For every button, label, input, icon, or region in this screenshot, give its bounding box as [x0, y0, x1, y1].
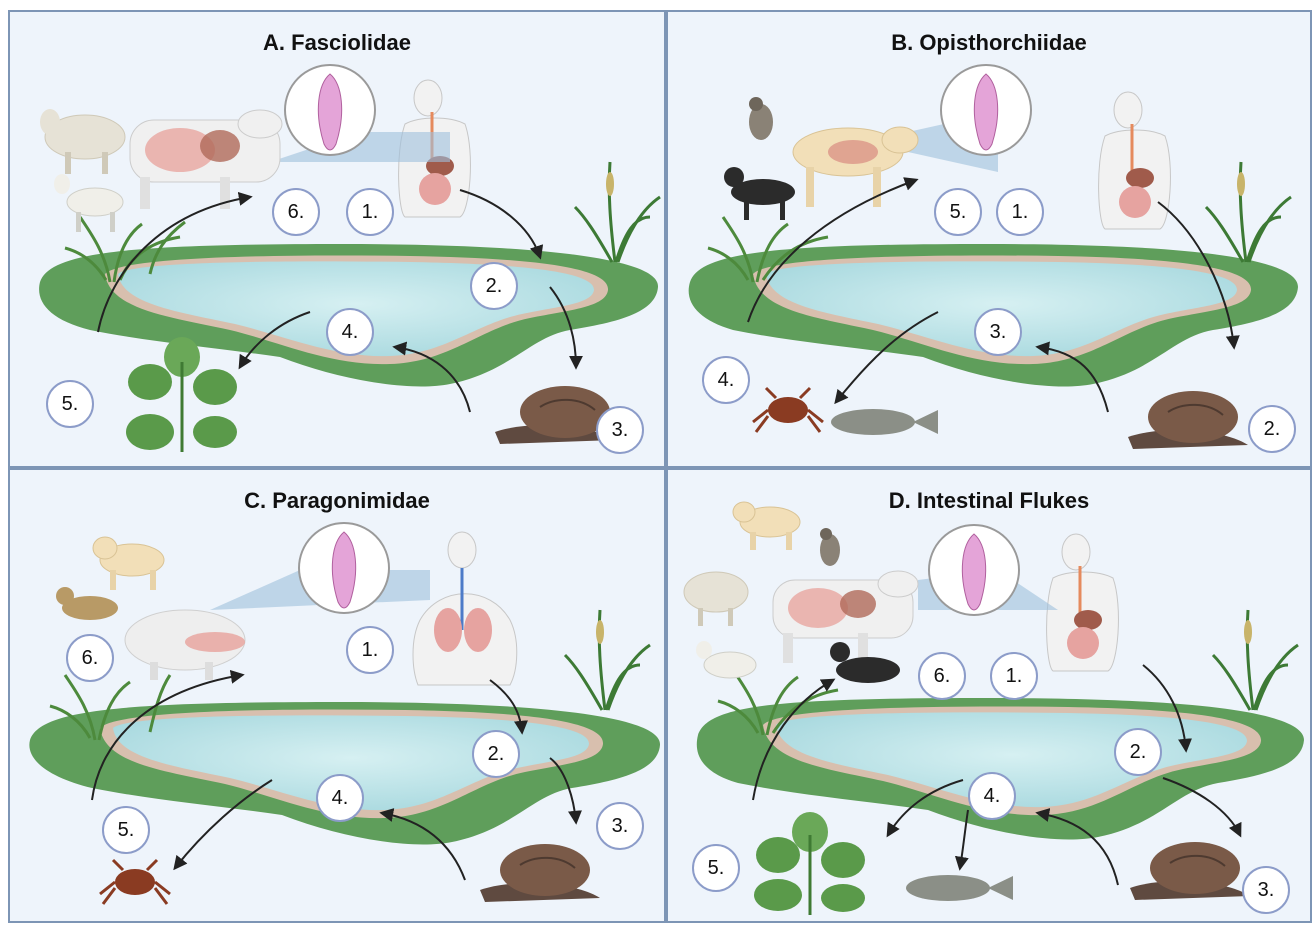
- fluke-magnifier: [918, 525, 1058, 615]
- step-5-badge: 5.: [692, 844, 740, 892]
- intestinal-flukes-scene: [668, 470, 1310, 921]
- sheep-icon: [40, 109, 125, 174]
- cow-icon: [130, 110, 282, 209]
- step-5-badge: 5.: [46, 380, 94, 428]
- sheep-icon: [684, 572, 748, 626]
- step-1-badge: 1.: [996, 188, 1044, 236]
- panel-title: B. Opisthorchiidae: [668, 30, 1310, 56]
- step-2-badge: 2.: [470, 262, 518, 310]
- step-6-badge: 6.: [272, 188, 320, 236]
- reed-icon: [575, 162, 660, 262]
- human-icon: [1099, 92, 1171, 229]
- crab-icon: [100, 860, 170, 904]
- dog-icon: [93, 537, 164, 590]
- water-plant-icon: [126, 337, 237, 452]
- goat-icon: [696, 641, 756, 678]
- step-2-badge: 2.: [1248, 405, 1296, 453]
- cat-icon: [724, 167, 795, 220]
- reed-icon: [1213, 610, 1298, 710]
- paragonimidae-scene: [10, 470, 664, 921]
- dog-icon: [793, 127, 918, 207]
- falcon-icon: [820, 528, 840, 566]
- pig-icon: [125, 610, 245, 680]
- panel-fasciolidae: A. Fasciolidae 1. 2. 3. 4. 5. 6.: [8, 10, 666, 468]
- water-plant-icon: [754, 812, 865, 915]
- panel-title: A. Fasciolidae: [10, 30, 664, 56]
- fasciolidae-scene: [10, 12, 664, 466]
- snail-icon: [480, 844, 600, 902]
- panel-title: D. Intestinal Flukes: [668, 488, 1310, 514]
- step-6-badge: 6.: [918, 652, 966, 700]
- crab-icon: [753, 388, 823, 432]
- step-4-badge: 4.: [326, 308, 374, 356]
- step-3-badge: 3.: [596, 406, 644, 454]
- step-3-badge: 3.: [1242, 866, 1290, 914]
- reed-icon: [565, 610, 650, 710]
- step-2-badge: 2.: [472, 730, 520, 778]
- panel-opisthorchiidae: B. Opisthorchiidae 1. 2. 3. 4. 5.: [666, 10, 1312, 468]
- falcon-icon: [749, 97, 773, 140]
- fluke-magnifier: [908, 65, 1031, 172]
- human-icon: [1047, 534, 1119, 671]
- reed-icon: [1206, 162, 1291, 262]
- step-4-badge: 4.: [702, 356, 750, 404]
- step-4-badge: 4.: [968, 772, 1016, 820]
- step-1-badge: 1.: [346, 188, 394, 236]
- goat-icon: [54, 174, 123, 232]
- fish-icon: [906, 875, 1013, 901]
- fish-icon: [831, 409, 938, 435]
- snail-icon: [1128, 391, 1248, 449]
- opisthorchiidae-scene: [668, 12, 1310, 466]
- step-3-badge: 3.: [596, 802, 644, 850]
- panel-title: C. Paragonimidae: [10, 488, 664, 514]
- step-6-badge: 6.: [66, 634, 114, 682]
- snail-icon: [1130, 842, 1250, 900]
- step-5-badge: 5.: [934, 188, 982, 236]
- step-1-badge: 1.: [990, 652, 1038, 700]
- step-1-badge: 1.: [346, 626, 394, 674]
- step-5-badge: 5.: [102, 806, 150, 854]
- step-4-badge: 4.: [316, 774, 364, 822]
- step-2-badge: 2.: [1114, 728, 1162, 776]
- panel-intestinal-flukes: D. Intestinal Flukes 1. 2. 3. 4. 5. 6.: [666, 468, 1312, 923]
- panel-paragonimidae: C. Paragonimidae 1. 2. 3. 4. 5. 6.: [8, 468, 666, 923]
- wildcat-icon: [56, 587, 118, 620]
- step-3-badge: 3.: [974, 308, 1022, 356]
- human-icon: [413, 532, 517, 685]
- fluke-magnifier: [210, 523, 430, 613]
